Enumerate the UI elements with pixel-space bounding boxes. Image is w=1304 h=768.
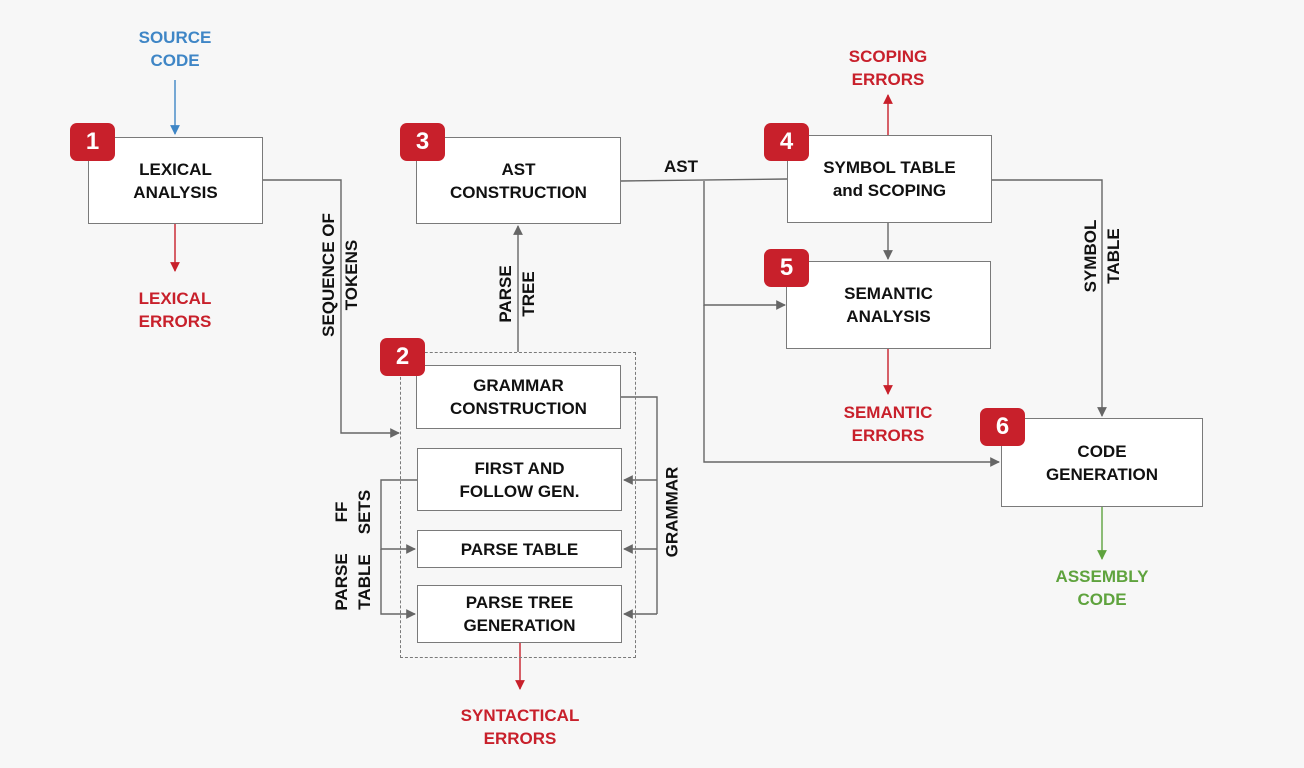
stage-badge-5: 5 (764, 249, 809, 287)
grammar-edge-label: GRAMMAR (662, 466, 682, 558)
lexical-analysis-line-2: ANALYSIS (133, 182, 218, 202)
first-follow-gen-box: FIRST AND FOLLOW GEN. (417, 448, 622, 511)
symbol-table-scoping-line-1: SYMBOL TABLE (823, 158, 956, 177)
arrow-parse-table-to-parse-tree (380, 549, 416, 619)
stage-badge-6: 6 (980, 408, 1025, 446)
line-ast (620, 178, 788, 182)
grammar-construction-line-2: CONSTRUCTION (450, 399, 587, 418)
parse-tree-generation-line-1: PARSE TREE (465, 593, 574, 612)
arrow-ff-sets-to-parse-table (380, 479, 417, 554)
parse-tree-generation-line-2: GENERATION (463, 616, 576, 635)
symbol-table-scoping-line-2: and SCOPING (832, 181, 947, 200)
lexical-analysis-box: LEXICAL ANALYSIS (88, 137, 263, 224)
line-grammar (621, 396, 658, 614)
grammar-construction-line-1: GRAMMAR (473, 376, 564, 395)
ast-construction-box: AST CONSTRUCTION (416, 137, 621, 224)
code-generation-line-2: GENERATION (1045, 464, 1159, 484)
stage-badge-3: 3 (400, 123, 445, 161)
stage-badge-1: 1 (70, 123, 115, 161)
code-generation-box: CODE GENERATION (1001, 418, 1203, 507)
stage-badge-2: 2 (380, 338, 425, 376)
parse-tree-generation-box: PARSE TREE GENERATION (417, 585, 622, 643)
code-generation-line-1: CODE (1077, 441, 1127, 461)
symbol-table-scoping-box: SYMBOL TABLE and SCOPING (787, 135, 992, 223)
semantic-analysis-line-2: ANALYSIS (846, 307, 931, 326)
semantic-analysis-line-1: SEMANTIC (844, 284, 933, 303)
first-follow-gen-line-2: FOLLOW GEN. (459, 481, 580, 501)
ast-construction-line-2: CONSTRUCTION (450, 182, 587, 202)
first-follow-gen-line-1: FIRST AND (474, 458, 565, 478)
arrow-ast-to-codegen (703, 305, 1000, 467)
lexical-analysis-line-1: LEXICAL (139, 159, 212, 179)
stage-badge-4: 4 (764, 123, 809, 161)
arrow-symbol-table-to-codegen (992, 179, 1107, 417)
ast-edge-label: AST (664, 157, 698, 176)
arrow-tokens-to-parser (263, 179, 400, 438)
parse-table-box: PARSE TABLE (417, 530, 622, 568)
parser-group (400, 352, 636, 658)
parse-table-line-1: PARSE TABLE (460, 539, 579, 559)
semantic-analysis-box: SEMANTIC ANALYSIS (786, 261, 991, 349)
grammar-construction-box: GRAMMAR CONSTRUCTION (416, 365, 621, 429)
ast-construction-line-1: AST (501, 159, 536, 179)
